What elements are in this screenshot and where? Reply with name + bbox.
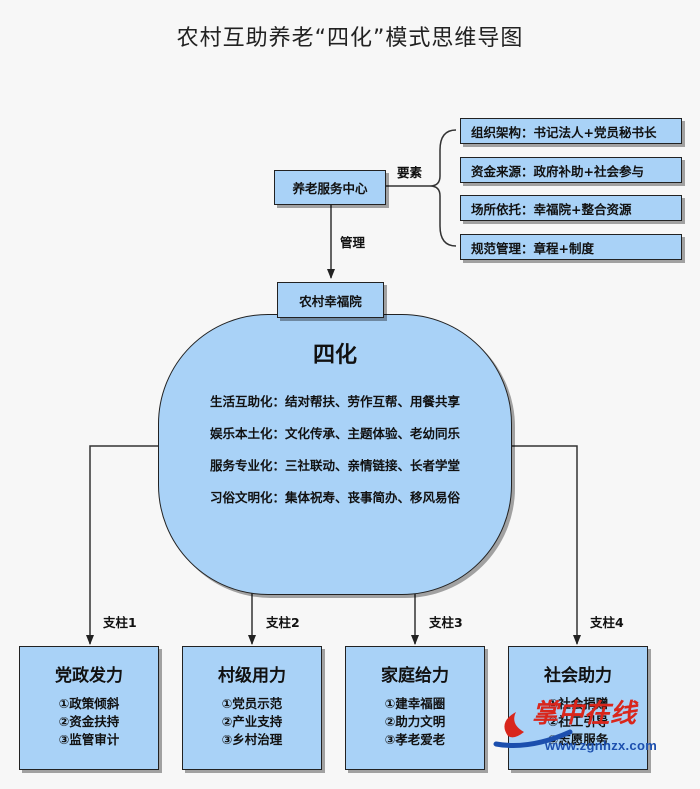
- pillar-family: 家庭给力 ①建幸福圈 ②助力文明 ③孝老爱老: [345, 646, 485, 770]
- elements-brace: [429, 129, 457, 247]
- pillar-item: ②助力文明: [384, 714, 446, 729]
- core-line-life: 生活互助化：结对帮扶、劳作互帮、用餐共享: [209, 394, 460, 409]
- pillar-title: 党政发力: [55, 666, 123, 686]
- core-line-entertainment: 娱乐本土化：文化传承、主题体验、老幼同乐: [209, 426, 460, 441]
- element-venue-basis: 场所依托：幸福院+整合资源: [460, 195, 682, 221]
- pillar1-edge-label: 支柱1: [103, 615, 137, 630]
- pillar-item: ①社会捐赠: [547, 696, 609, 711]
- element-funding-source: 资金来源：政府补助+社会参与: [460, 157, 682, 183]
- pillar-item: ①党员示范: [221, 696, 283, 711]
- pillar-society: 社会助力 ①社会捐赠 ②社工引导 ③志愿服务: [508, 646, 648, 770]
- pillar-item: ②资金扶持: [58, 714, 120, 729]
- pillar-title: 社会助力: [544, 666, 612, 686]
- watermark-url: www.zgnhzx.com: [545, 738, 658, 753]
- happiness-house-node: 农村幸福院: [277, 282, 384, 318]
- pillar-party-government: 党政发力 ①政策倾斜 ②资金扶持 ③监管审计: [19, 646, 159, 770]
- page-title: 农村互助养老“四化”模式思维导图: [176, 26, 524, 51]
- elements-edge-label: 要素: [397, 165, 423, 180]
- pillar-village-level: 村级用力 ①党员示范 ②产业支持 ③乡村治理: [182, 646, 322, 770]
- four-modernizations-core: 四化 生活互助化：结对帮扶、劳作互帮、用餐共享 娱乐本土化：文化传承、主题体验、…: [158, 314, 512, 595]
- pillar-title: 家庭给力: [381, 666, 449, 686]
- manage-edge-label: 管理: [340, 235, 366, 250]
- pillar-item: ③监管审计: [58, 732, 120, 747]
- pillar-title: 村级用力: [218, 666, 286, 686]
- watermark-logo-icon: 掌中在线: [493, 699, 639, 748]
- pillar-item: ③孝老爱老: [384, 732, 446, 747]
- watermark-text: 掌中在线: [532, 699, 639, 729]
- element-management-rules: 规范管理：章程+制度: [460, 234, 682, 260]
- pillar4-connector: [508, 445, 581, 645]
- pillar2-edge-label: 支柱2: [266, 615, 300, 630]
- element-org-structure: 组织架构：书记法人+党员秘书长: [460, 118, 682, 144]
- core-title: 四化: [312, 343, 357, 368]
- pillar1-connector: [86, 445, 163, 645]
- core-line-service: 服务专业化：三社联动、亲情链接、长者学堂: [209, 458, 460, 473]
- pillar-item: ②产业支持: [221, 714, 283, 729]
- core-line-customs: 习俗文明化：集体祝寿、丧事简办、移风易俗: [209, 490, 460, 505]
- pillar-item: ①建幸福圈: [384, 696, 446, 711]
- pillar3-edge-label: 支柱3: [429, 615, 463, 630]
- pillar4-edge-label: 支柱4: [590, 615, 624, 630]
- pillar-item: ②社工引导: [547, 714, 609, 729]
- service-center-node: 养老服务中心: [274, 170, 386, 205]
- pillar-item: ①政策倾斜: [58, 696, 120, 711]
- pillar-item: ③乡村治理: [221, 732, 283, 747]
